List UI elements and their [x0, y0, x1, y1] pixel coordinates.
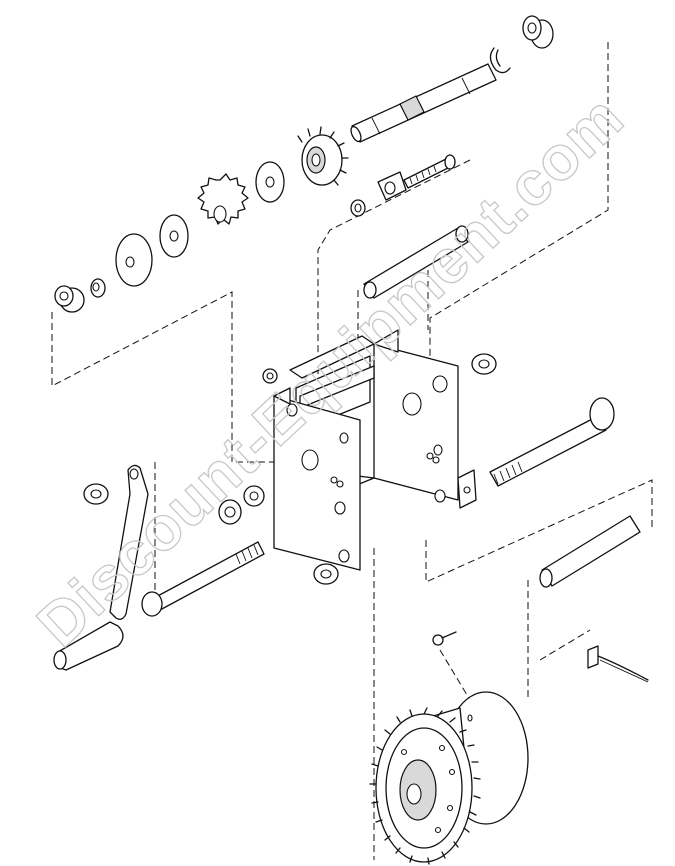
locknut	[83, 353, 497, 585]
sprocket	[197, 173, 249, 225]
spacer	[90, 278, 106, 298]
side-frame-left	[273, 387, 361, 571]
frame-bolt	[489, 397, 615, 487]
drum-gear	[369, 707, 481, 865]
side-frame-right	[373, 329, 459, 503]
brake-disc	[115, 214, 189, 287]
drive-shaft	[350, 63, 497, 143]
pawl	[377, 171, 407, 201]
flat-washer	[255, 161, 285, 203]
shaft-bushing	[522, 15, 554, 49]
cable-clip	[457, 469, 477, 509]
upper-tie-bar	[363, 225, 469, 299]
crank-handle	[109, 464, 149, 620]
lower-tie-bar	[539, 515, 641, 588]
bearing	[54, 285, 85, 313]
small-screw	[432, 631, 457, 646]
crank-bolt	[141, 541, 265, 617]
retaining-ring	[489, 47, 511, 74]
pawl-spring	[350, 199, 366, 217]
strap-hook	[587, 645, 649, 683]
pinion-gear-with-ratchet	[297, 126, 349, 186]
handle-grip	[53, 621, 124, 671]
pawl-bolt	[403, 154, 456, 189]
